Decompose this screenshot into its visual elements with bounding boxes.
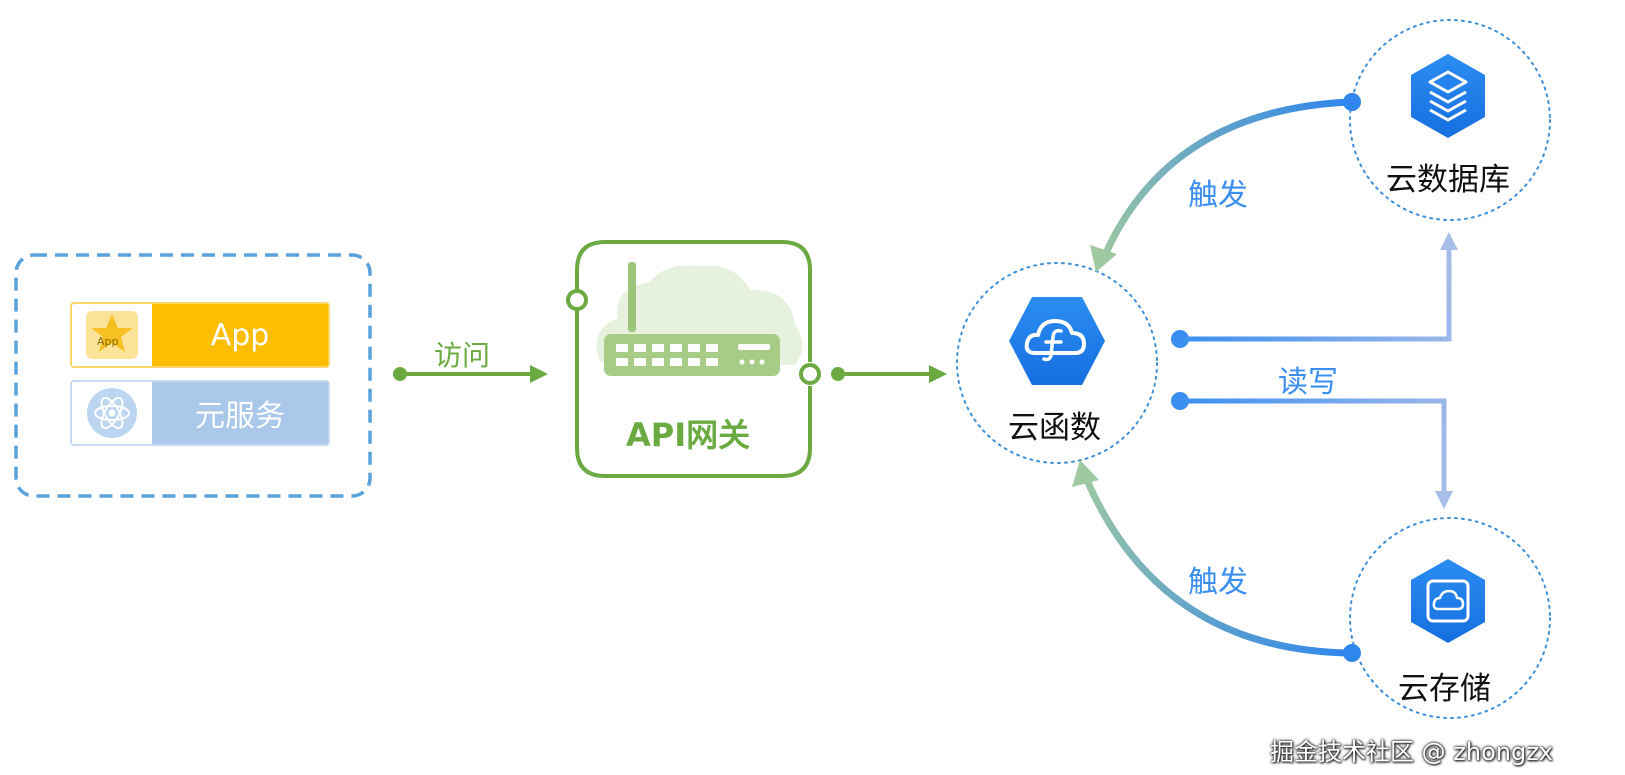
access-label: 访问	[434, 339, 491, 372]
cloud-storage-icon	[1411, 559, 1485, 643]
trigger-arrow-bottom	[1072, 460, 1361, 662]
readwrite-label: 读写	[1278, 365, 1338, 400]
app-icon-box: App	[72, 304, 152, 366]
service-client-row: 元服务	[70, 380, 330, 446]
gateway-label: API网关	[626, 416, 751, 454]
svg-text:App: App	[97, 335, 119, 348]
service-icon-box	[72, 382, 152, 444]
client-container	[14, 253, 372, 498]
watermark: 掘金技术社区 @ zhongzx	[1270, 738, 1553, 766]
cloud-function-icon	[1009, 297, 1105, 385]
readwrite-arrow-down	[1171, 392, 1453, 509]
router-cloud-icon	[596, 262, 803, 376]
storage-node	[1349, 517, 1551, 719]
service-label: 元服务	[152, 382, 328, 444]
access-arrow	[393, 365, 548, 383]
database-label: 云数据库	[1386, 162, 1510, 198]
gateway-frame	[566, 240, 821, 478]
function-node	[956, 262, 1158, 464]
app-label: App	[210, 317, 270, 353]
atom-icon	[87, 388, 137, 438]
storage-label: 云存储	[1398, 671, 1491, 707]
database-stack-icon	[1411, 54, 1485, 138]
readwrite-arrow-up	[1171, 232, 1458, 348]
function-label: 云函数	[1008, 410, 1101, 446]
gateway-to-function-arrow	[831, 365, 947, 383]
database-node	[1349, 19, 1551, 221]
star-app-icon: App	[86, 311, 138, 359]
trigger-label-top: 触发	[1188, 178, 1248, 213]
trigger-label-bottom: 触发	[1188, 565, 1248, 600]
trigger-arrow-top	[1090, 93, 1361, 272]
app-client-row: App App	[70, 302, 330, 368]
